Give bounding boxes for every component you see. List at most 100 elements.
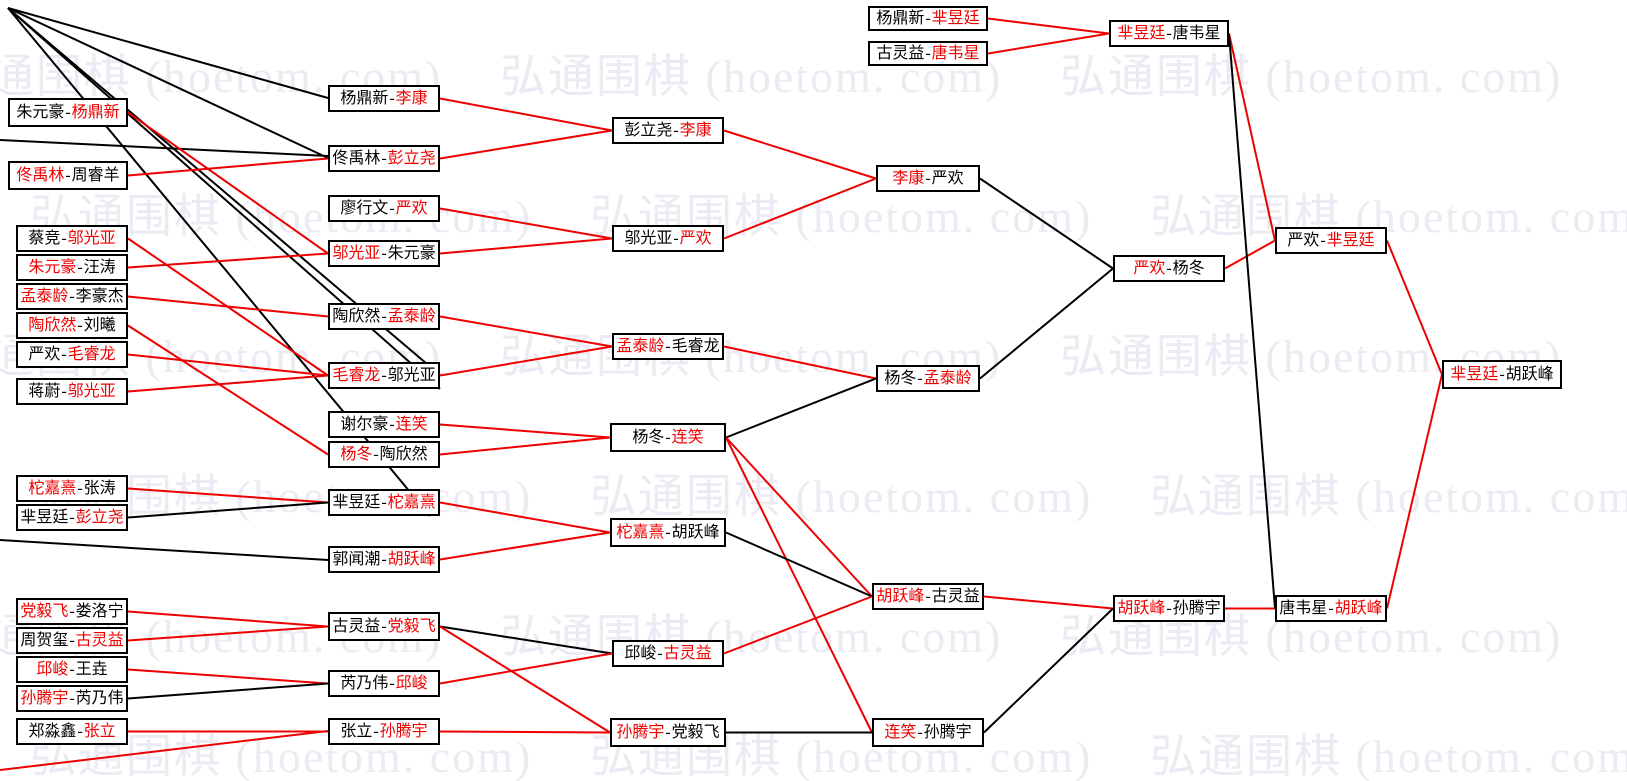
player-left: 古灵益 bbox=[332, 617, 381, 635]
match-box[interactable]: 谢尔豪-连笑 bbox=[328, 411, 440, 438]
match-box[interactable]: 芈昱廷-柁嘉熹 bbox=[328, 489, 440, 516]
player-left: 柁嘉熹 bbox=[616, 523, 665, 541]
player-left: 芈昱廷 bbox=[332, 493, 381, 511]
match-connector bbox=[439, 97, 613, 132]
player-right: 邬光亚 bbox=[387, 366, 436, 384]
vs-separator: - bbox=[1328, 599, 1334, 617]
match-connector bbox=[987, 17, 1110, 35]
match-box[interactable]: 杨鼎新-李康 bbox=[328, 85, 440, 112]
match-box[interactable]: 杨冬-陶欣然 bbox=[328, 441, 440, 468]
vs-separator: - bbox=[69, 508, 75, 526]
player-left: 郭闻潮 bbox=[332, 550, 381, 568]
player-right: 邱峻 bbox=[395, 674, 428, 692]
match-box[interactable]: 孟泰龄-毛睿龙 bbox=[612, 333, 724, 360]
vs-separator: - bbox=[1166, 24, 1172, 42]
match-connector bbox=[439, 625, 611, 734]
player-left: 邱峻 bbox=[624, 644, 657, 662]
player-right: 娄洛宁 bbox=[75, 602, 124, 620]
player-left: 芮乃伟 bbox=[340, 674, 389, 692]
player-right: 孙腾宇 bbox=[379, 722, 428, 740]
match-box[interactable]: 彭立尧-李康 bbox=[612, 117, 724, 144]
match-box[interactable]: 连笑-孙腾宇 bbox=[872, 718, 984, 747]
match-connector bbox=[127, 610, 329, 628]
match-box[interactable]: 蒋蔚-邬光亚 bbox=[16, 378, 128, 405]
player-left: 胡跃峰 bbox=[1117, 599, 1166, 617]
match-box[interactable]: 郭闻潮-胡跃峰 bbox=[328, 546, 440, 573]
match-box[interactable]: 邬光亚-朱元豪 bbox=[328, 240, 440, 267]
match-box[interactable]: 杨冬-孟泰龄 bbox=[876, 365, 980, 392]
match-box[interactable]: 唐韦星-胡跃峰 bbox=[1275, 595, 1387, 622]
player-right: 毛睿龙 bbox=[67, 345, 116, 363]
player-left: 毛睿龙 bbox=[332, 366, 381, 384]
player-right: 胡跃峰 bbox=[387, 550, 436, 568]
player-right: 孟泰龄 bbox=[923, 369, 972, 387]
match-box[interactable]: 孙腾宇-党毅飞 bbox=[610, 718, 726, 747]
player-left: 孟泰龄 bbox=[20, 287, 69, 305]
match-box[interactable]: 芈昱廷-彭立尧 bbox=[16, 504, 128, 531]
match-box[interactable]: 邱峻-王垚 bbox=[16, 656, 128, 683]
player-left: 佟禹林 bbox=[332, 149, 381, 167]
player-right: 唐韦星 bbox=[1172, 24, 1221, 42]
match-box[interactable]: 胡跃峰-古灵益 bbox=[872, 583, 984, 610]
match-connector bbox=[1386, 374, 1443, 609]
match-box[interactable]: 胡跃峰-孙腾宇 bbox=[1113, 595, 1225, 622]
match-box[interactable]: 廖行文-严欢 bbox=[328, 195, 440, 222]
player-right: 刘曦 bbox=[83, 316, 116, 334]
match-box[interactable]: 严欢-杨冬 bbox=[1113, 255, 1225, 282]
vs-separator: - bbox=[61, 345, 67, 363]
match-box[interactable]: 柁嘉熹-张涛 bbox=[16, 475, 128, 502]
match-box[interactable]: 陶欣然-孟泰龄 bbox=[328, 303, 440, 330]
match-connector bbox=[1386, 240, 1443, 375]
player-left: 蔡竞 bbox=[28, 229, 61, 247]
player-left: 孙腾宇 bbox=[616, 723, 665, 741]
match-box[interactable]: 古灵益-唐韦星 bbox=[868, 41, 988, 66]
match-box[interactable]: 孟泰龄-李豪杰 bbox=[16, 283, 128, 310]
player-left: 杨鼎新 bbox=[876, 9, 925, 27]
match-box[interactable]: 严欢-芈昱廷 bbox=[1275, 227, 1387, 254]
match-box[interactable]: 周贺玺-古灵益 bbox=[16, 627, 128, 654]
match-box[interactable]: 邱峻-古灵益 bbox=[612, 640, 724, 667]
match-box[interactable]: 芮乃伟-邱峻 bbox=[328, 670, 440, 697]
player-left: 孙腾宇 bbox=[20, 689, 69, 707]
vs-separator: - bbox=[373, 445, 379, 463]
match-box[interactable]: 郑淼鑫-张立 bbox=[16, 718, 128, 745]
match-box[interactable]: 古灵益-党毅飞 bbox=[328, 612, 440, 641]
vs-separator: - bbox=[77, 479, 83, 497]
match-box[interactable]: 严欢-毛睿龙 bbox=[16, 341, 128, 368]
vs-separator: - bbox=[673, 229, 679, 247]
match-box[interactable]: 张立-孙腾宇 bbox=[328, 718, 440, 745]
match-box[interactable]: 佟禹林-彭立尧 bbox=[328, 145, 440, 172]
player-left: 佟禹林 bbox=[16, 166, 65, 184]
match-box[interactable]: 毛睿龙-邬光亚 bbox=[328, 362, 440, 389]
player-right: 胡跃峰 bbox=[671, 523, 720, 541]
player-left: 陶欣然 bbox=[28, 316, 77, 334]
match-connector bbox=[127, 682, 329, 700]
player-right: 孙腾宇 bbox=[1172, 599, 1221, 617]
match-connector bbox=[725, 531, 873, 598]
vs-separator: - bbox=[77, 316, 83, 334]
match-box[interactable]: 党毅飞-娄洛宁 bbox=[16, 598, 128, 625]
player-left: 杨冬 bbox=[884, 369, 917, 387]
match-box[interactable]: 朱元豪-杨鼎新 bbox=[8, 98, 128, 127]
player-left: 朱元豪 bbox=[16, 103, 65, 121]
match-box[interactable]: 杨冬-连笑 bbox=[610, 423, 726, 452]
match-box[interactable]: 邬光亚-严欢 bbox=[612, 225, 724, 252]
match-connector bbox=[127, 324, 329, 456]
match-box[interactable]: 佟禹林-周睿羊 bbox=[8, 161, 128, 190]
match-box[interactable]: 陶欣然-刘曦 bbox=[16, 312, 128, 339]
match-box[interactable]: 蔡竞-邬光亚 bbox=[16, 225, 128, 252]
match-box[interactable]: 李康-严欢 bbox=[876, 165, 980, 192]
vs-separator: - bbox=[381, 307, 387, 325]
player-right: 张立 bbox=[83, 722, 116, 740]
match-box[interactable]: 芈昱廷-唐韦星 bbox=[1109, 20, 1229, 47]
match-box[interactable]: 孙腾宇-芮乃伟 bbox=[16, 685, 128, 712]
match-connector bbox=[127, 501, 329, 519]
player-right: 严欢 bbox=[679, 229, 712, 247]
match-box[interactable]: 杨鼎新-芈昱廷 bbox=[868, 6, 988, 31]
vs-separator: - bbox=[69, 631, 75, 649]
match-box[interactable]: 芈昱廷-胡跃峰 bbox=[1442, 360, 1562, 389]
match-box[interactable]: 柁嘉熹-胡跃峰 bbox=[610, 518, 726, 547]
match-box[interactable]: 朱元豪-汪涛 bbox=[16, 254, 128, 281]
player-right: 连笑 bbox=[671, 428, 704, 446]
match-connector bbox=[127, 295, 329, 318]
